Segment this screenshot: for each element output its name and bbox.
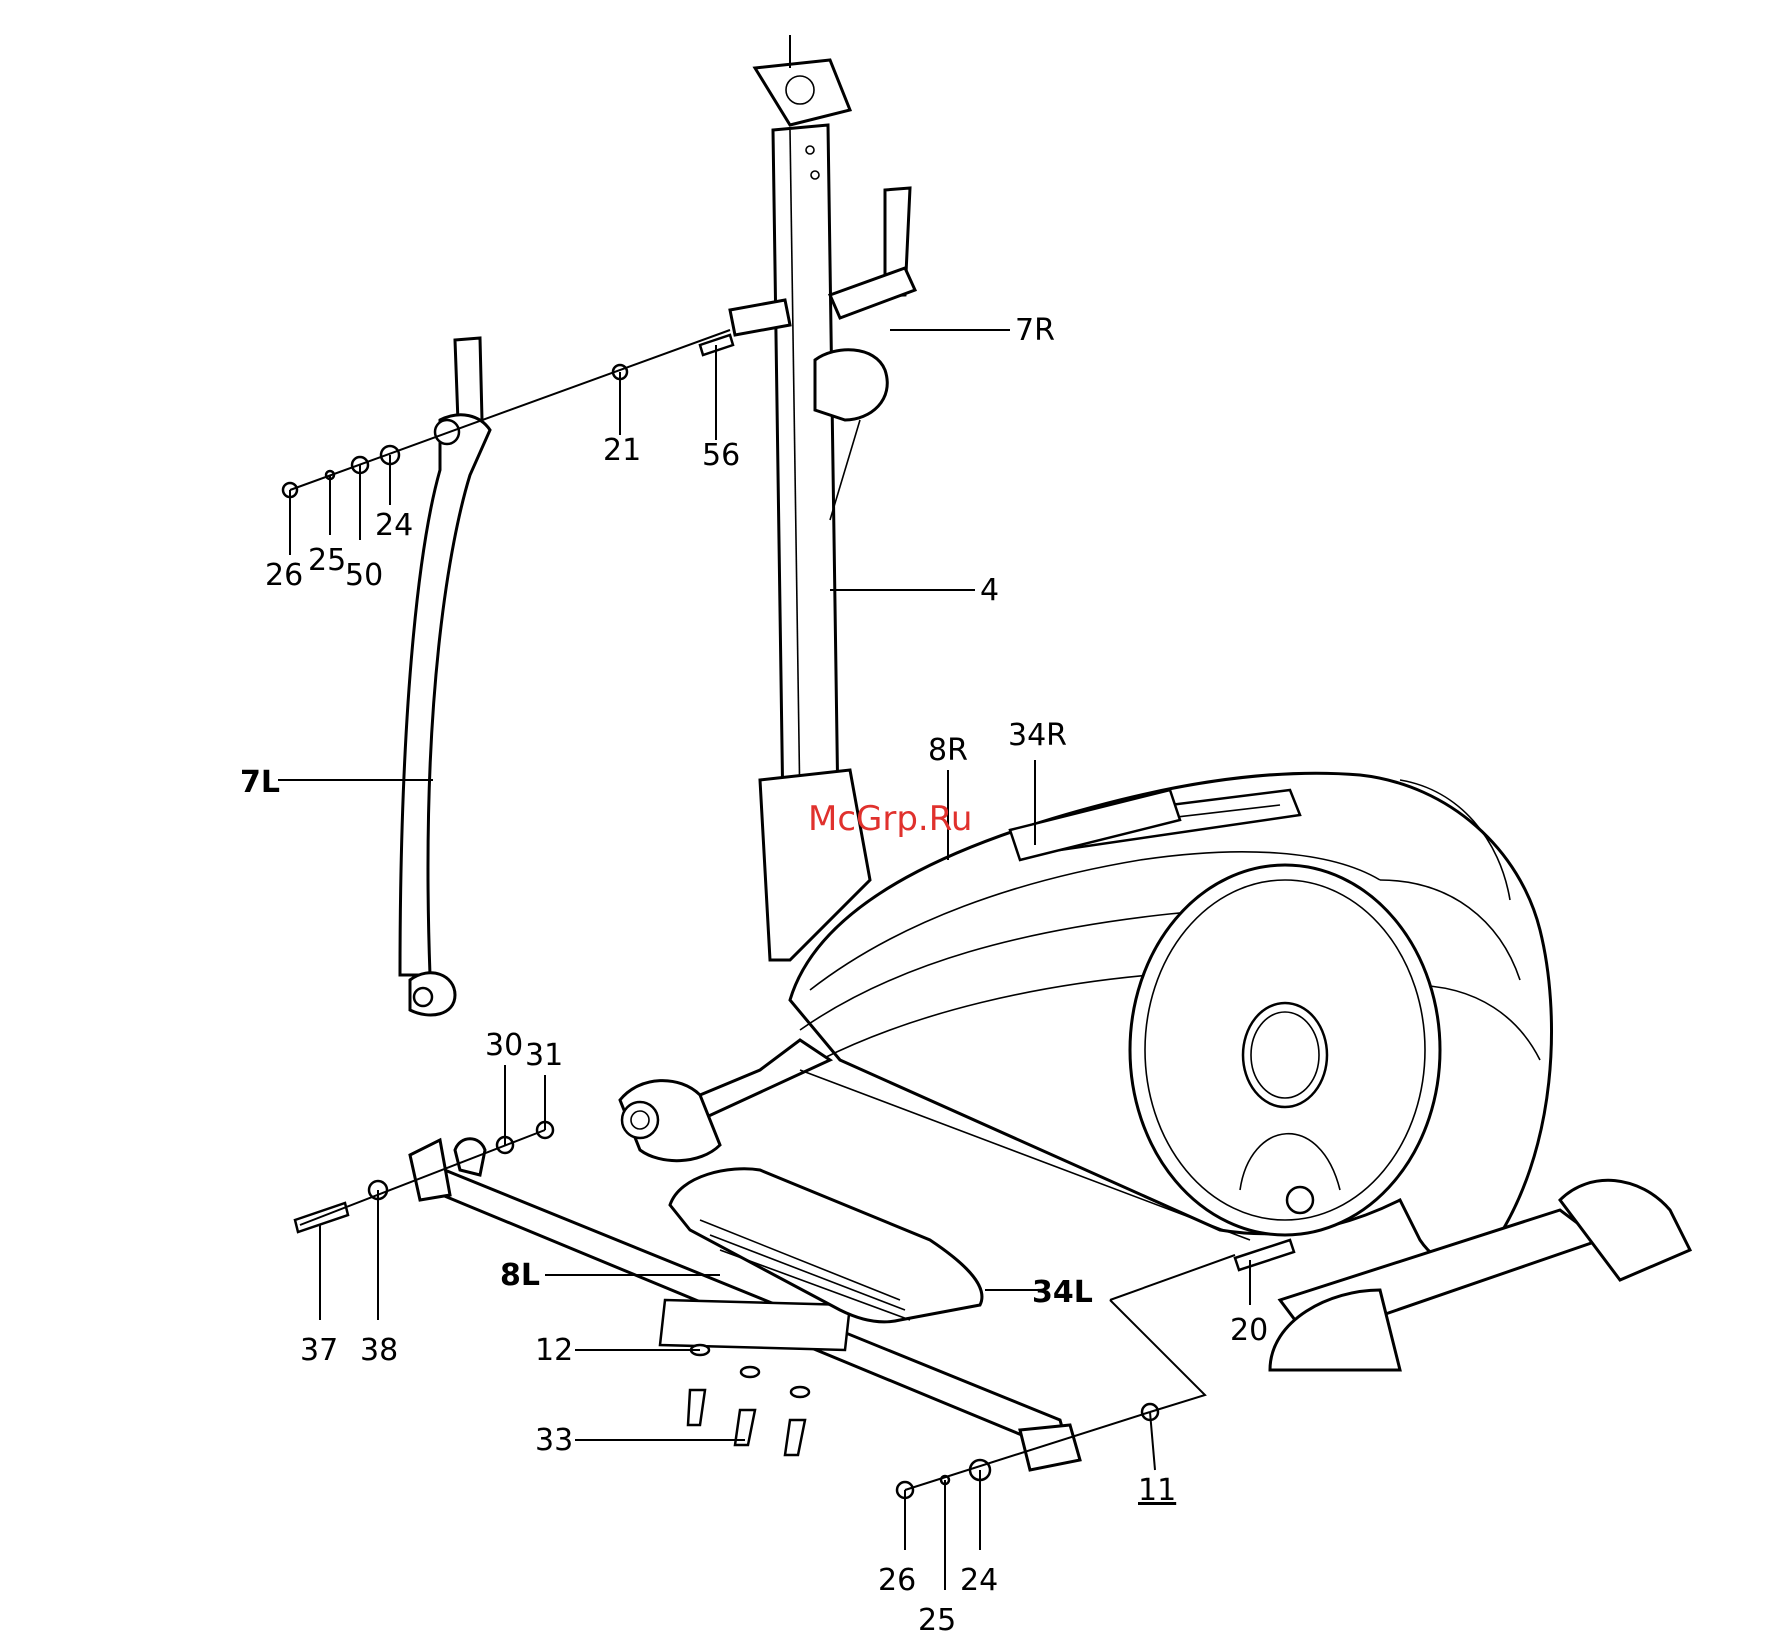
label-50: 50 (345, 558, 383, 593)
label-8R: 8R (928, 733, 968, 768)
label-24-bottom: 24 (960, 1563, 998, 1598)
label-33: 33 (535, 1423, 573, 1458)
label-25-bottom: 25 (918, 1603, 956, 1638)
label-30: 30 (485, 1028, 523, 1063)
label-38: 38 (360, 1333, 398, 1368)
label-34R: 34R (1008, 718, 1067, 753)
label-12: 12 (535, 1333, 573, 1368)
label-34L: 34L (1032, 1275, 1093, 1310)
label-26-top: 26 (265, 558, 303, 593)
label-20: 20 (1230, 1313, 1268, 1348)
label-11: 11 (1138, 1473, 1176, 1508)
label-21: 21 (603, 433, 641, 468)
flywheel-disc (1130, 865, 1440, 1235)
label-8L: 8L (500, 1258, 540, 1293)
label-7R: 7R (1015, 313, 1055, 348)
label-7L: 7L (240, 765, 280, 800)
label-56: 56 (702, 438, 740, 473)
label-31: 31 (525, 1038, 563, 1073)
label-4: 4 (980, 573, 999, 608)
label-24-top: 24 (375, 508, 413, 543)
left-handlebar (400, 338, 490, 1015)
label-25-top: 25 (308, 543, 346, 578)
watermark: McGrp.Ru (808, 799, 972, 839)
label-26-bottom: 26 (878, 1563, 916, 1598)
label-37: 37 (300, 1333, 338, 1368)
